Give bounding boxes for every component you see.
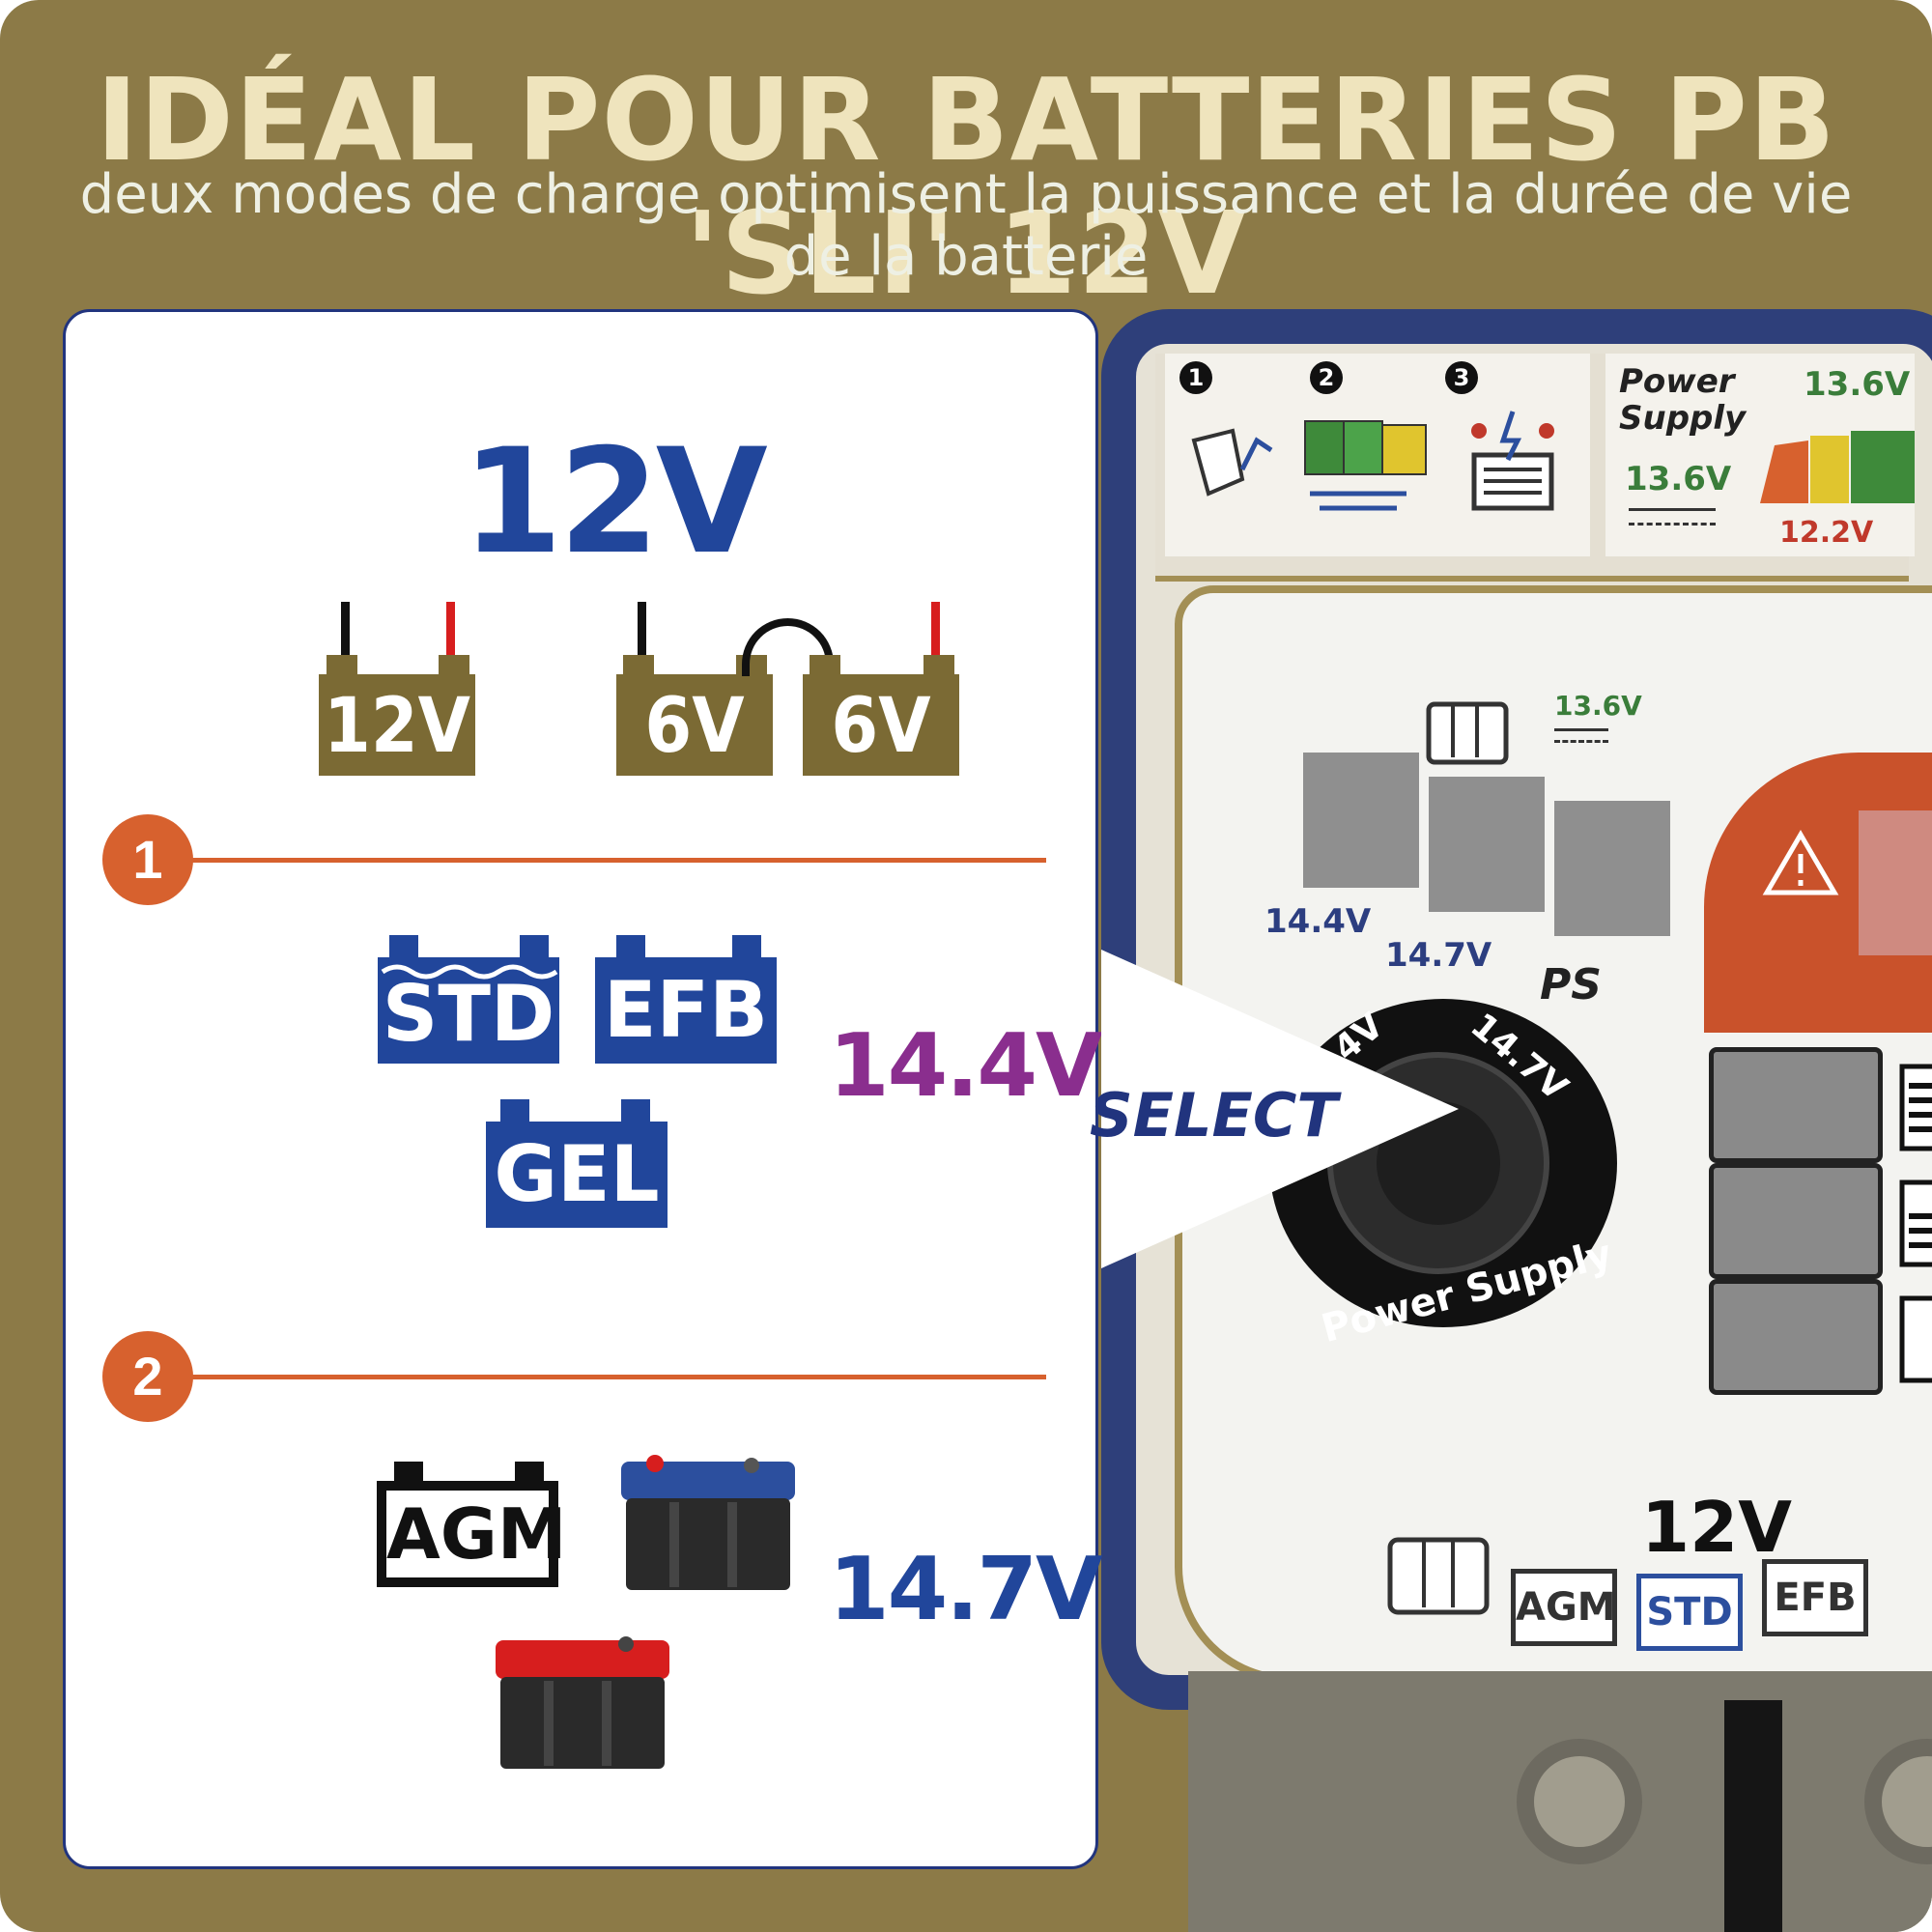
agm-label: AGM [386, 1491, 566, 1577]
plug-icon [1191, 428, 1273, 497]
gel-post-left [500, 1099, 529, 1123]
battery-type-efb: EFB [595, 957, 777, 1064]
std-post-left [389, 935, 418, 959]
bottom-voltage-label: 12V [1641, 1487, 1792, 1568]
battery-6v-a-post-left [623, 655, 654, 676]
warning-display [1704, 753, 1932, 1033]
battery-6v-b-post-left [810, 655, 840, 676]
agm-post-left [394, 1462, 423, 1483]
power-supply-heading: Power Supply [1619, 362, 1747, 438]
battery-charge-icon [1471, 411, 1554, 511]
std-post-right [520, 935, 549, 959]
mode-button-3[interactable] [1709, 1279, 1883, 1395]
battery-half-icon [1899, 1179, 1932, 1267]
ps-voltage: 13.6V [1625, 460, 1732, 498]
level-label-144: 14.4V [1264, 902, 1372, 941]
display-voltage: 13.6V [1554, 690, 1642, 722]
battery-6v-b-terminal-red [931, 602, 940, 655]
steps-card: 1 2 3 [1165, 354, 1590, 556]
battery-6v-b-post-right [923, 655, 954, 676]
info-panel: 12V 12V 6V 6V 1 STD [63, 309, 1459, 1869]
battery-6v-a: 6V [616, 674, 773, 776]
panel-voltage: 12V [462, 418, 768, 586]
page-subtitle: deux modes de charge optimisent la puiss… [79, 163, 1853, 288]
mode-2-number: 2 [102, 1331, 193, 1422]
mode-1-voltage: 14.4V [829, 1015, 1103, 1117]
bottom-type-agm: AGM [1511, 1569, 1617, 1646]
select-label: SELECT [1090, 1080, 1338, 1151]
ps-divider [1629, 508, 1716, 511]
battery-12v-post-right [439, 655, 469, 676]
battery-12v-terminal-red [446, 602, 455, 655]
battery-full-icon [1899, 1064, 1932, 1151]
mode-2-divider [191, 1375, 1046, 1379]
ps-label: PS [1540, 960, 1602, 1009]
mode-1-divider [191, 858, 1046, 863]
display-dashed [1554, 740, 1608, 743]
agm-post-right [515, 1462, 544, 1483]
level-indicator-3 [1554, 801, 1670, 936]
bottom-type-efb: EFB [1762, 1559, 1868, 1636]
red-battery-illustration [496, 1636, 669, 1769]
battery-small-icon [1426, 701, 1509, 765]
mode-button-1[interactable] [1709, 1047, 1883, 1163]
ps-dashed-line [1629, 523, 1716, 526]
battery-12v: 12V [319, 674, 475, 776]
display-divider [1554, 728, 1608, 731]
battery-type-agm: AGM [377, 1481, 566, 1587]
mount-hole-left [1517, 1739, 1642, 1864]
blue-battery-illustration [621, 1455, 795, 1590]
battery-12v-terminal-black [341, 602, 350, 655]
step-1-number: 1 [1179, 361, 1212, 394]
mode-1-number: 1 [102, 814, 193, 905]
level-bars-icon [1304, 420, 1427, 511]
battery-6v-b: 6V [803, 674, 959, 776]
select-callout-arrow [1101, 950, 1459, 1268]
step-2-number: 2 [1310, 361, 1343, 394]
level-indicator-1 [1303, 753, 1419, 888]
level-label-147: 14.7V [1385, 936, 1492, 975]
warning-icon [1762, 830, 1839, 895]
water-wave-icon [381, 964, 558, 980]
display-window [1859, 810, 1932, 955]
mode-2-voltage: 14.7V [829, 1539, 1103, 1640]
mode-button-2[interactable] [1709, 1163, 1883, 1279]
step-3-number: 3 [1445, 361, 1478, 394]
gel-post-right [621, 1099, 650, 1123]
battery-link-cable [742, 618, 834, 676]
ps-level-bars [1760, 431, 1915, 503]
battery-repair-icon [1899, 1295, 1932, 1383]
battery-6v-a-terminal-black [638, 602, 646, 655]
ps-bottom-voltage: 12.2V [1779, 516, 1874, 550]
level-indicator-2 [1429, 777, 1545, 912]
efb-post-left [616, 935, 645, 959]
battery-type-gel: GEL [486, 1122, 668, 1228]
bottom-type-std: STD [1636, 1574, 1743, 1651]
efb-post-right [732, 935, 761, 959]
battery-outline-icon [1387, 1537, 1490, 1615]
page-title: IDÉAL POUR BATTERIES PB 'SLI' 12V [96, 53, 1836, 320]
instruction-strip: 1 2 3 [1155, 354, 1915, 582]
battery-12v-post-left [327, 655, 357, 676]
cable [1724, 1700, 1782, 1932]
power-supply-card: Power Supply 13.6V 13.6V 12.2V [1605, 354, 1915, 556]
ps-top-voltage: 13.6V [1804, 365, 1911, 404]
